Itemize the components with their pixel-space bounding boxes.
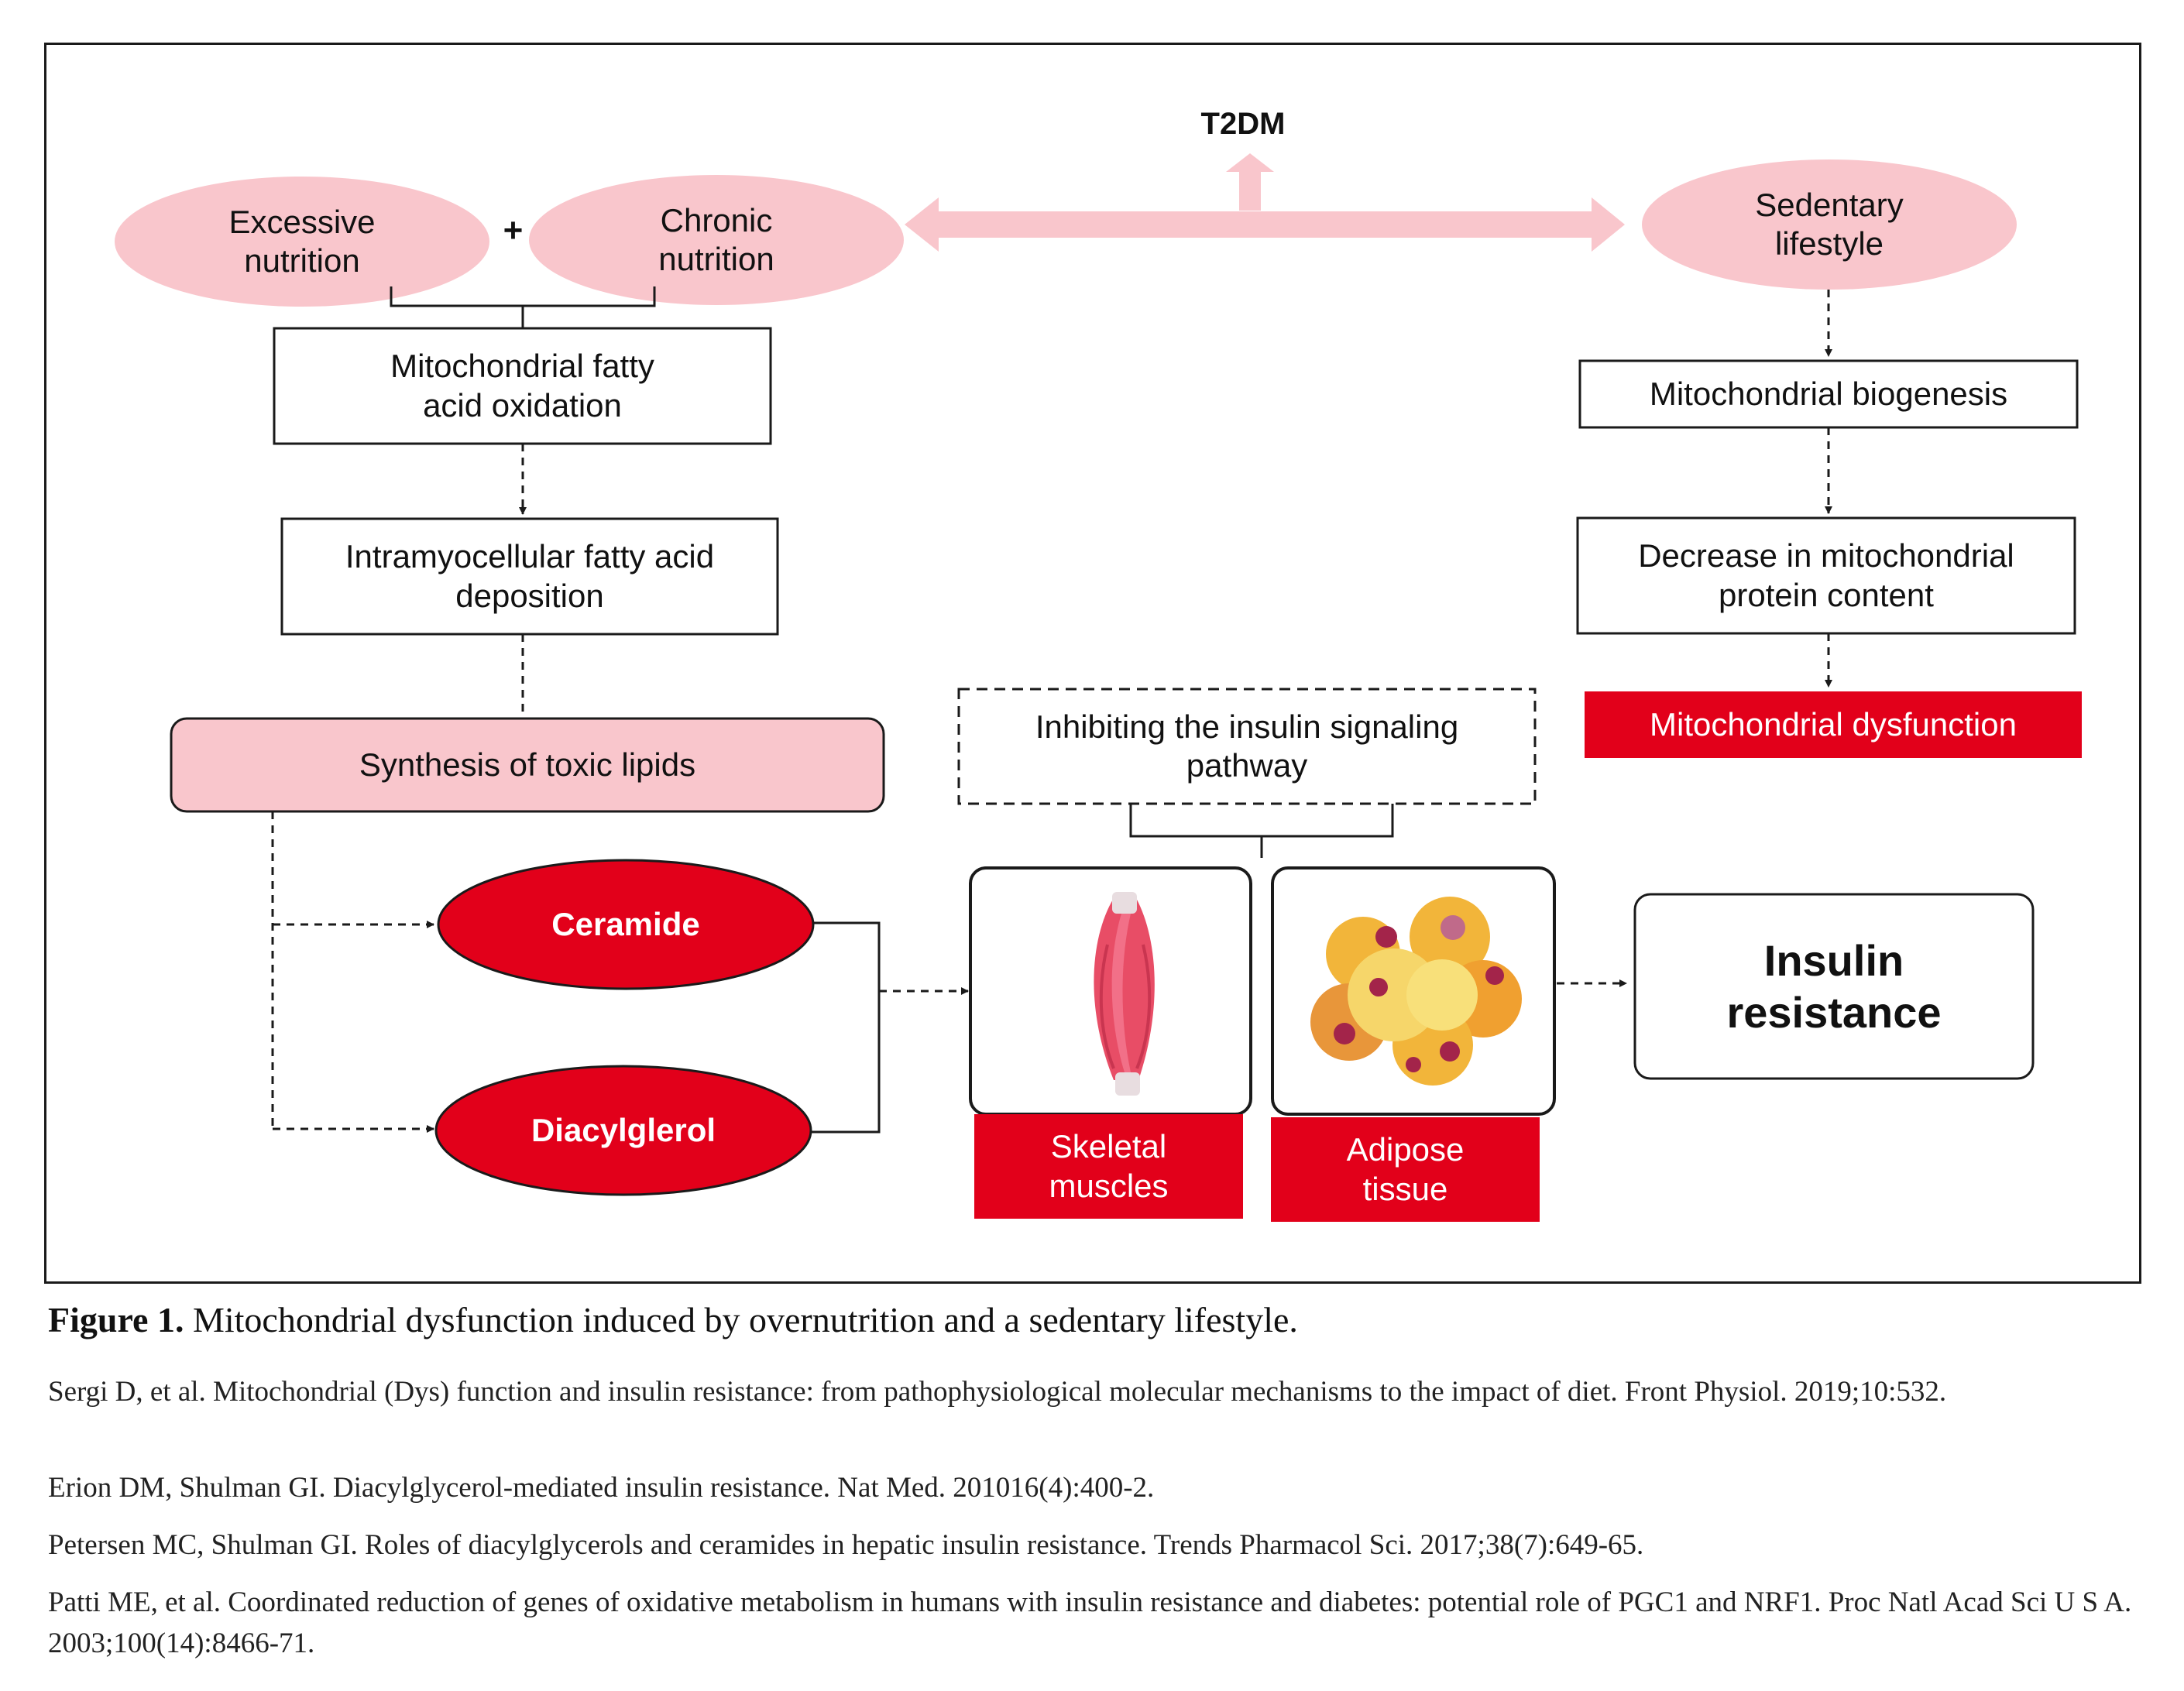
insulin-resistance-box bbox=[1633, 893, 2035, 1080]
mito-biogenesis-box bbox=[1578, 359, 2079, 429]
synthesis-toxic-lipids-label: Synthesis of toxic lipids bbox=[359, 746, 696, 783]
reference-4: Patti ME, et al. Coordinated reduction o… bbox=[48, 1586, 2132, 1659]
excessive-nutrition-ellipse bbox=[115, 177, 489, 307]
tissue-bracket bbox=[1129, 804, 1394, 858]
excessive-nutrition-label: Excessive nutrition bbox=[228, 203, 376, 279]
mito-dysfunction-box bbox=[1585, 691, 2082, 758]
skeletal-muscles-label-box bbox=[974, 1114, 1243, 1219]
diacylglerol-ellipse bbox=[434, 1065, 812, 1196]
decrease-mito-protein-box bbox=[1576, 516, 2076, 635]
decrease-mito-protein-label: Decrease in mitochondrial protein conten… bbox=[1638, 537, 2014, 613]
skeletal-muscle-icon bbox=[1094, 892, 1155, 1096]
plus-sign: + bbox=[503, 211, 524, 249]
synthesis-toxic-lipids-box bbox=[170, 717, 885, 813]
reference-3: Petersen MC, Shulman GI. Roles of diacyl… bbox=[48, 1529, 1644, 1561]
diacylglerol-label: Diacylglerol bbox=[531, 1111, 716, 1148]
ceramide-ellipse bbox=[437, 859, 815, 990]
inhibiting-insulin-signaling-label: Inhibiting the insulin signaling pathway bbox=[1035, 708, 1459, 784]
intramyocellular-deposition-box bbox=[280, 517, 779, 636]
adipose-tissue-label: Adipose tissue bbox=[1346, 1131, 1465, 1207]
t2dm-label: T2DM bbox=[1200, 107, 1286, 141]
chronic-nutrition-ellipse bbox=[529, 175, 904, 305]
figure-caption-text: Mitochondrial dysfunction induced by ove… bbox=[192, 1300, 1298, 1339]
mito-dysfunction-label: Mitochondrial dysfunction bbox=[1650, 705, 2017, 743]
intramyocellular-deposition-label: Intramyocellular fatty acid deposition bbox=[345, 538, 715, 614]
mito-fatty-acid-oxidation-label: Mitochondrial fatty acid oxidation bbox=[390, 348, 654, 424]
figure-caption: Figure 1. Mitochondrial dysfunction indu… bbox=[48, 1299, 2139, 1340]
chronic-nutrition-label: Chronic nutrition bbox=[658, 201, 774, 277]
inhibiting-insulin-signaling-box bbox=[957, 688, 1537, 805]
up-arrow-icon bbox=[1226, 153, 1274, 211]
nutrition-bracket bbox=[390, 286, 656, 328]
double-arrow-icon bbox=[905, 197, 1625, 252]
lipid-bracket bbox=[811, 921, 881, 1134]
insulin-resistance-label: Insulin resistance bbox=[1726, 935, 1942, 1037]
figure-caption-label: Figure 1. bbox=[48, 1300, 184, 1339]
mito-biogenesis-label: Mitochondrial biogenesis bbox=[1649, 375, 2008, 412]
sedentary-lifestyle-label: Sedentary lifestyle bbox=[1755, 186, 1904, 262]
ceramide-label: Ceramide bbox=[551, 905, 700, 942]
sedentary-lifestyle-ellipse bbox=[1642, 159, 2017, 290]
skeletal-muscles-label: Skeletal muscles bbox=[1049, 1128, 1169, 1204]
figure-frame bbox=[44, 43, 2141, 1284]
adipose-cells-icon bbox=[1310, 897, 1522, 1086]
left-dashed-connectors bbox=[271, 444, 527, 1133]
adipose-tissue-label-box bbox=[1271, 1117, 1540, 1222]
reference-2: Erion DM, Shulman GI. Diacylglycerol-med… bbox=[48, 1472, 1155, 1504]
reference-1: Sergi D, et al. Mitochondrial (Dys) func… bbox=[48, 1376, 1947, 1408]
diagram-canvas bbox=[115, 153, 2082, 1222]
